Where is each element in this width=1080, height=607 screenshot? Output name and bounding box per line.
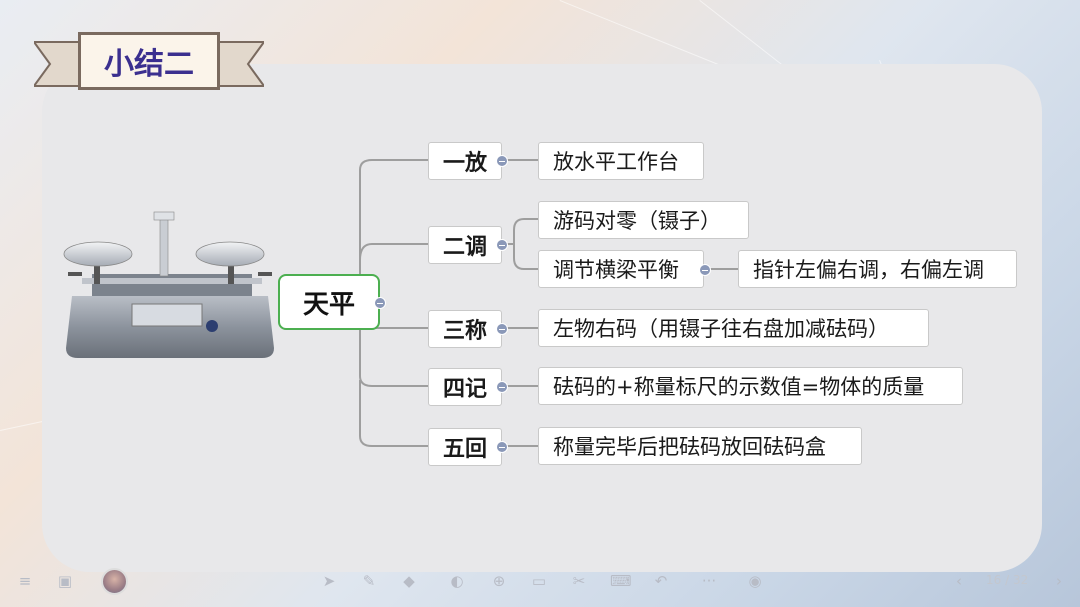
collapse-icon[interactable]	[496, 381, 508, 393]
zoom-icon[interactable]: ⊕	[492, 572, 506, 590]
keyboard-icon[interactable]: ⌨	[610, 572, 632, 590]
leaf-node[interactable]: 砝码的+称量标尺的示数值=物体的质量	[538, 367, 963, 405]
slide-title: 小结二	[78, 32, 220, 90]
collapse-icon[interactable]	[496, 441, 508, 453]
prev-page-icon[interactable]: ‹	[956, 572, 962, 590]
page-indicator: 16 / 32	[986, 573, 1029, 587]
eraser-icon[interactable]: ◆	[403, 572, 415, 590]
board-icon[interactable]: ▣	[57, 572, 73, 590]
root-collapse-icon[interactable]	[374, 297, 386, 309]
leaf-node[interactable]: 放水平工作台	[538, 142, 704, 180]
leaf-node[interactable]: 游码对零（镊子）	[538, 201, 749, 239]
branch-node-siji[interactable]: 四记	[428, 368, 502, 406]
pen-icon[interactable]: ✎	[362, 572, 376, 590]
leaf-node[interactable]: 左物右码（用镊子往右盘加减砝码）	[538, 309, 929, 347]
collapse-icon[interactable]	[699, 264, 711, 276]
branch-node-sancheng[interactable]: 三称	[428, 310, 502, 348]
screen-icon[interactable]: ▭	[531, 572, 547, 590]
collapse-icon[interactable]	[496, 155, 508, 167]
avatar[interactable]	[101, 568, 128, 595]
leaf-node[interactable]: 指针左偏右调，右偏左调	[738, 250, 1017, 288]
root-node[interactable]: 天平	[278, 274, 380, 330]
next-page-icon[interactable]: ›	[1056, 572, 1062, 590]
more-icon[interactable]: ···	[701, 572, 717, 590]
pointer-icon[interactable]: ➤	[322, 572, 336, 590]
camera-icon[interactable]: ◉	[748, 572, 762, 590]
balance-scale-image	[63, 211, 274, 358]
shapes-icon[interactable]: ◐	[450, 572, 464, 590]
branch-node-ertiao[interactable]: 二调	[428, 226, 502, 264]
slide-title-banner: 小结二	[34, 28, 264, 96]
leaf-node[interactable]: 调节横梁平衡	[538, 250, 704, 288]
scissors-icon[interactable]: ✂	[572, 572, 586, 590]
collapse-icon[interactable]	[496, 323, 508, 335]
branch-node-wuhui[interactable]: 五回	[428, 428, 502, 466]
collapse-icon[interactable]	[496, 239, 508, 251]
branch-node-yifang[interactable]: 一放	[428, 142, 502, 180]
undo-icon[interactable]: ↶	[654, 572, 668, 590]
leaf-node[interactable]: 称量完毕后把砝码放回砝码盒	[538, 427, 862, 465]
menu-icon[interactable]: ≡	[18, 572, 32, 590]
title-ribbon-shape	[34, 41, 264, 87]
